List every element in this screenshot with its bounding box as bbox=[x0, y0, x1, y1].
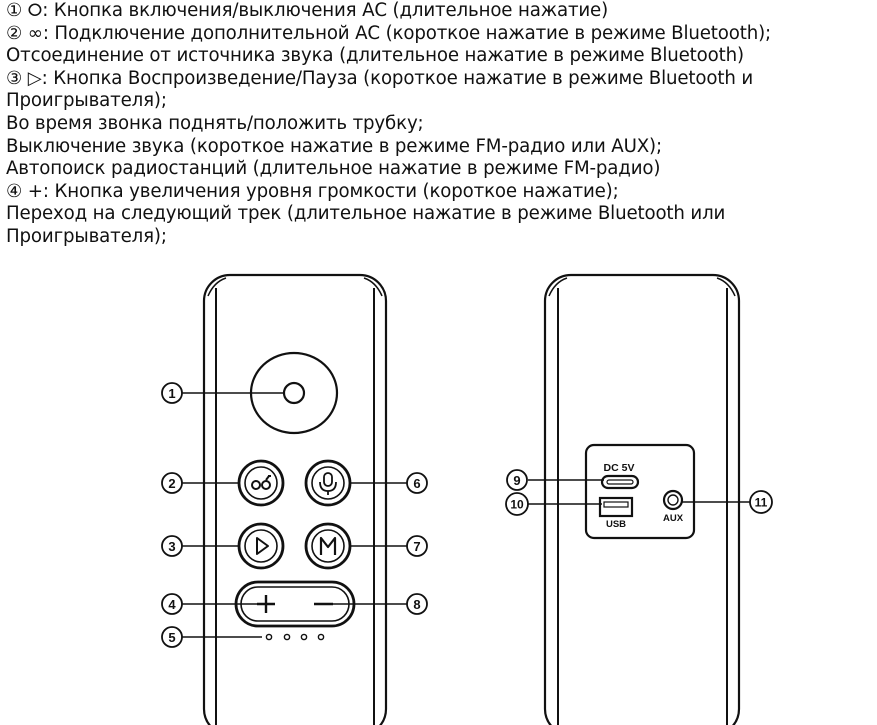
line-text: Выключение звука (короткое нажатие в реж… bbox=[6, 135, 662, 157]
speaker-back-view bbox=[543, 273, 741, 725]
text-line: Во время звонка поднять/положить трубку; bbox=[6, 113, 876, 136]
text-line: Проигрывателя); bbox=[6, 226, 876, 249]
port-panel bbox=[584, 443, 696, 540]
text-line: ④ +: Кнопка увеличения уровня громкости … bbox=[6, 181, 876, 204]
callout-number: ② bbox=[6, 22, 23, 44]
callout-5: 5 bbox=[161, 626, 183, 648]
line-text: : Кнопка включения/выключения АС (длител… bbox=[42, 0, 609, 21]
link-icon bbox=[251, 475, 271, 490]
line-text: : Кнопка увеличения уровня громкости (ко… bbox=[42, 180, 619, 202]
text-line: ① ⭘: Кнопка включения/выключения АС (дли… bbox=[6, 0, 876, 23]
callout-number: ④ bbox=[6, 180, 23, 202]
line-text: Проигрывателя); bbox=[6, 225, 167, 247]
front-leader-lines bbox=[182, 392, 407, 638]
plus-icon: + bbox=[27, 180, 43, 202]
callout-4: 4 bbox=[161, 593, 183, 615]
play-pause-button[interactable] bbox=[237, 522, 285, 570]
back-leader-lines bbox=[528, 479, 750, 505]
line-text: Проигрывателя); bbox=[6, 90, 167, 112]
svg-text:9: 9 bbox=[513, 473, 520, 488]
dc-port[interactable] bbox=[600, 474, 640, 490]
power-icon: ⭘ bbox=[27, 0, 43, 21]
text-line: ③ ▷: Кнопка Воспроизведение/Пауза (корот… bbox=[6, 68, 876, 91]
mic-button[interactable] bbox=[304, 459, 352, 507]
line-text: Отсоединение от источника звука (длитель… bbox=[6, 45, 744, 67]
line-text: : Подключение дополнительной АС (коротко… bbox=[42, 22, 772, 44]
link-icon: ∞ bbox=[27, 22, 43, 44]
svg-text:2: 2 bbox=[168, 476, 175, 491]
usb-port-label: USB bbox=[606, 519, 626, 530]
svg-text:8: 8 bbox=[413, 597, 420, 612]
usb-port[interactable] bbox=[598, 496, 634, 518]
microphone-icon bbox=[319, 472, 337, 495]
aux-port-label: AUX bbox=[663, 513, 684, 524]
callout-7: 7 bbox=[406, 535, 428, 557]
aux-port[interactable] bbox=[662, 489, 684, 511]
svg-text:5: 5 bbox=[168, 630, 175, 645]
text-line: Автопоиск радиостанций (длительное нажат… bbox=[6, 158, 876, 181]
callout-11: 11 bbox=[749, 490, 773, 514]
line-text: Переход на следующий трек (длительное на… bbox=[6, 203, 726, 225]
front-callouts: 1 2 3 4 5 6 7 8 bbox=[161, 382, 428, 648]
link-button[interactable] bbox=[237, 459, 285, 507]
svg-text:7: 7 bbox=[413, 539, 420, 554]
play-icon bbox=[256, 537, 269, 555]
text-line: Переход на следующий трек (длительное на… bbox=[6, 203, 876, 226]
speaker-diagram: DC 5V USB AUX 1 2 3 4 5 6 7 8 9 10 11 bbox=[161, 273, 773, 725]
play-icon: ▷ bbox=[27, 67, 42, 89]
callout-10: 10 bbox=[505, 492, 529, 516]
line-text: : Кнопка Воспроизведение/Пауза (короткое… bbox=[41, 67, 754, 89]
callout-2: 2 bbox=[161, 472, 183, 494]
callout-9: 9 bbox=[506, 469, 528, 491]
text-line: Отсоединение от источника звука (длитель… bbox=[6, 45, 876, 68]
callout-1: 1 bbox=[161, 382, 183, 404]
svg-text:6: 6 bbox=[413, 476, 420, 491]
callout-3: 3 bbox=[161, 535, 183, 557]
mode-button[interactable] bbox=[304, 522, 352, 570]
text-line: Выключение звука (короткое нажатие в реж… bbox=[6, 136, 876, 159]
svg-text:1: 1 bbox=[168, 386, 175, 401]
dc-port-label: DC 5V bbox=[604, 462, 635, 474]
callout-8: 8 bbox=[406, 593, 428, 615]
line-text: Во время звонка поднять/положить трубку; bbox=[6, 112, 424, 134]
speaker-front-view bbox=[202, 273, 388, 725]
led-indicators bbox=[265, 633, 325, 641]
callout-number: ① bbox=[6, 0, 23, 21]
callout-6: 6 bbox=[406, 472, 428, 494]
text-line: ② ∞: Подключение дополнительной АС (коро… bbox=[6, 23, 876, 46]
svg-text:10: 10 bbox=[510, 498, 524, 512]
plus-icon bbox=[257, 595, 275, 613]
svg-text:3: 3 bbox=[168, 539, 175, 554]
line-text: Автопоиск радиостанций (длительное нажат… bbox=[6, 158, 661, 180]
callout-number: ③ bbox=[6, 67, 23, 89]
back-callouts: 9 10 11 bbox=[505, 469, 773, 516]
text-line: Проигрывателя); bbox=[6, 90, 876, 113]
svg-text:4: 4 bbox=[168, 597, 176, 612]
instruction-text: ① ⭘: Кнопка включения/выключения АС (дли… bbox=[6, 0, 876, 249]
svg-text:11: 11 bbox=[755, 496, 768, 510]
m-icon bbox=[319, 536, 337, 555]
